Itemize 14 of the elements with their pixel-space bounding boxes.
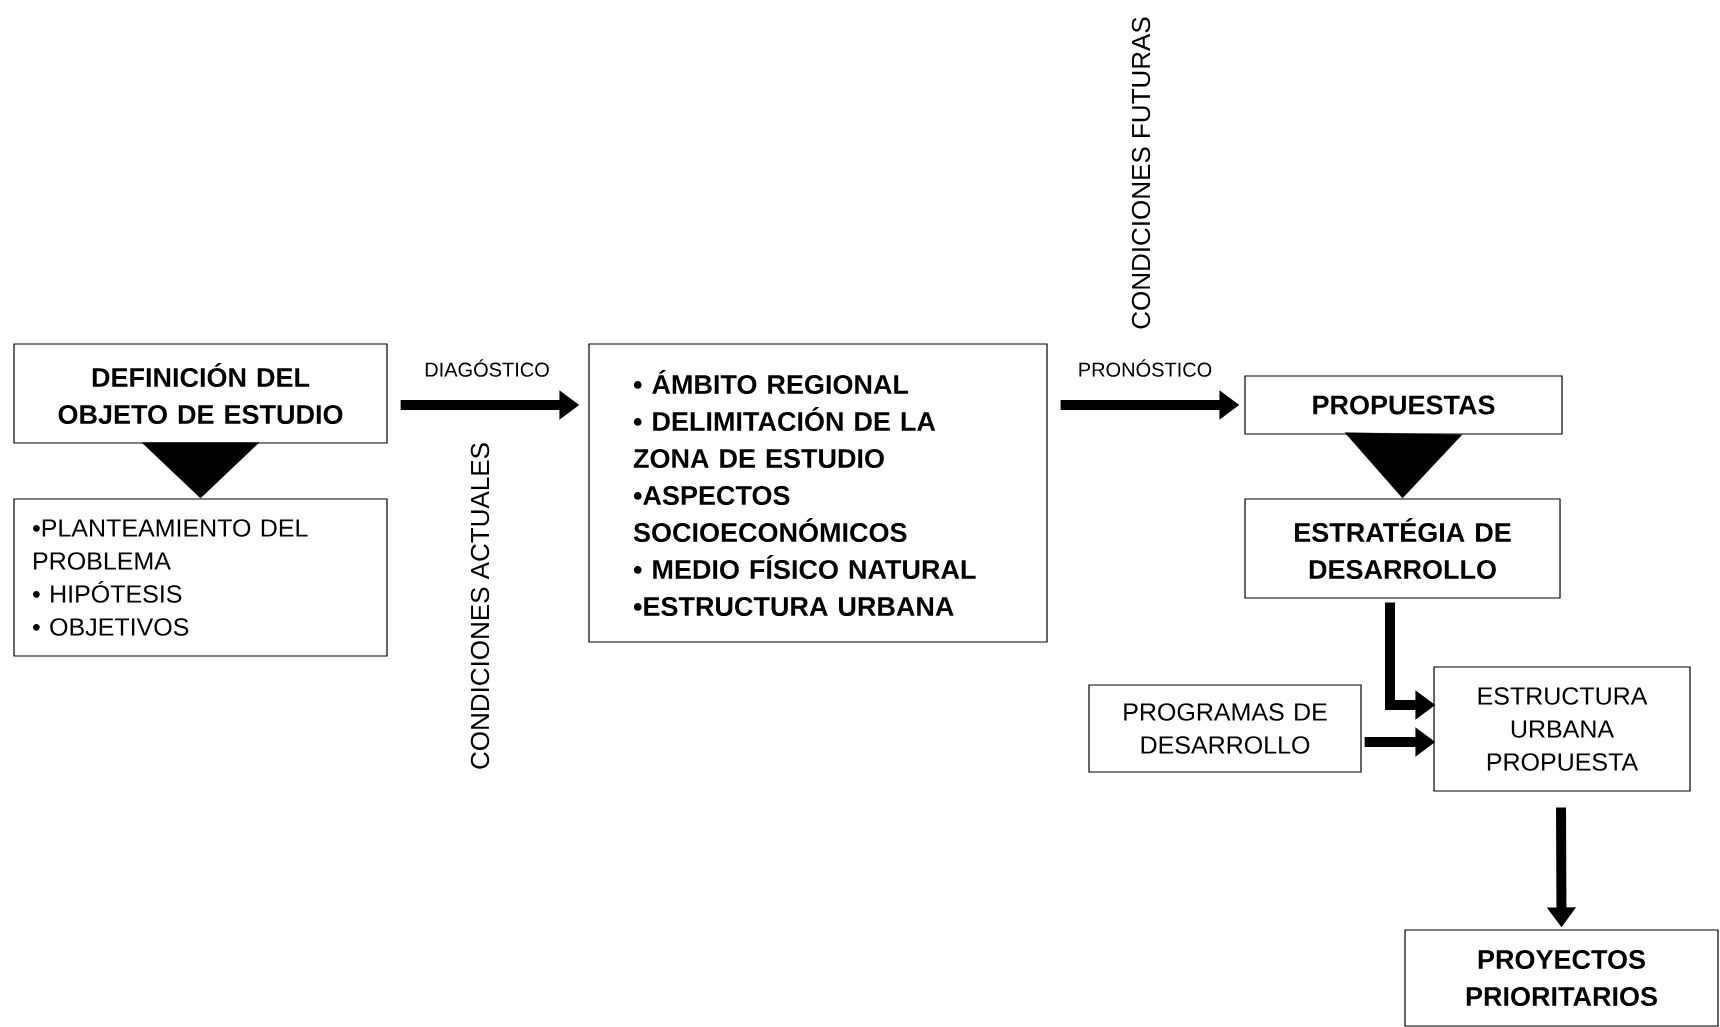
process-box: PROPUESTAS (1244, 375, 1563, 435)
process-box: ESTRATÉGIA DE DESARROLLO (1244, 498, 1561, 599)
edge-label: PRONÓSTICO (1075, 357, 1215, 379)
vertical-label: CONDICIONES ACTUALES (470, 443, 490, 769)
process-box: PROYECTOS PRIORITARIOS (1404, 929, 1719, 1027)
triangle-arrow (1344, 432, 1463, 499)
triangle-arrow (141, 442, 260, 499)
process-box: PROGRAMAS DE DESARROLLO (1088, 684, 1362, 773)
process-box: DEFINICIÓN DEL OBJETO DE ESTUDIO (13, 343, 388, 444)
list-box: •PLANTEAMIENTO DEL PROBLEMA • HIPÓTESIS • OBJETIVOS (13, 498, 388, 657)
list-box: • ÁMBITO REGIONAL • DELIMITACIÓN DE LA ZONA DE ESTUDIO •ASPECTOS SOCIOECONÓMICOS • MEDIO FÍSICO NATURAL •ESTRUCTURA URBANA (588, 343, 1048, 643)
process-box: ESTRUCTURA URBANA PROPUESTA (1433, 666, 1691, 792)
edge-label: DIAGÓSTICO (422, 357, 552, 379)
vertical-label: CONDICIONES FUTURAS (1131, 17, 1151, 329)
